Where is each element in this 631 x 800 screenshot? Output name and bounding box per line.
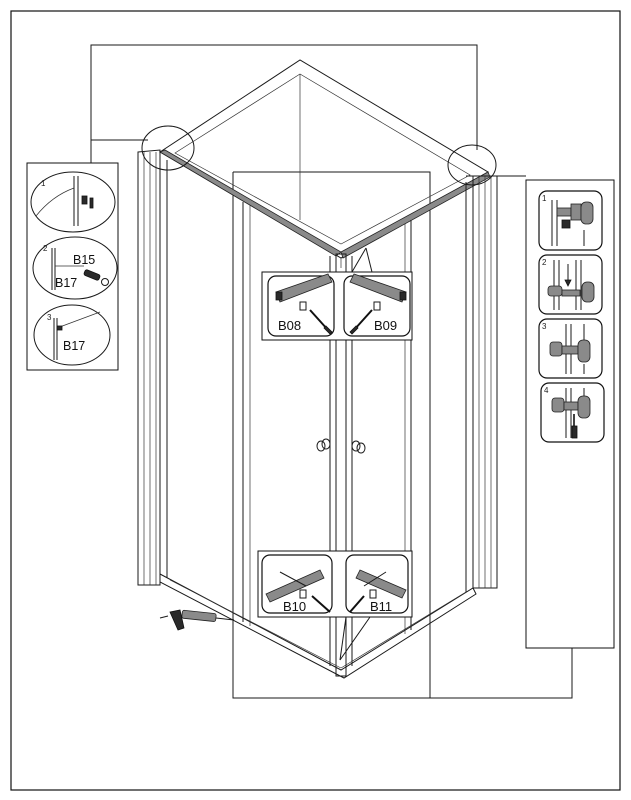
left-step-1: 1 <box>30 171 116 233</box>
svg-text:2: 2 <box>43 244 48 253</box>
enclosure-top <box>159 59 491 268</box>
label-b17-step3: B17 <box>63 339 85 353</box>
screwdriver-icon <box>349 595 365 613</box>
right-step-1: 1 <box>538 190 603 251</box>
screw-icon <box>83 269 109 286</box>
left-wall-profile <box>137 149 168 586</box>
left-steps-panel: 1 2 B15 B17 3 <box>26 162 119 371</box>
screwdriver-icon <box>349 309 373 335</box>
screwdriver-icon <box>311 595 331 613</box>
svg-text:1: 1 <box>542 194 547 203</box>
right-steps-panel: 1 2 3 <box>525 179 615 649</box>
shower-tray <box>159 573 477 679</box>
corner-post <box>335 253 347 677</box>
label-b17-step2: B17 <box>55 276 77 290</box>
detail-circle-right <box>447 144 497 186</box>
svg-text:4: 4 <box>544 386 549 395</box>
label-b08: B08 <box>278 318 301 333</box>
caulking-gun-icon <box>159 609 235 631</box>
page-border <box>10 10 621 791</box>
svg-text:1: 1 <box>41 179 46 188</box>
detail-circle-left <box>141 125 195 171</box>
left-step-3: 3 B17 <box>33 304 111 366</box>
svg-text:3: 3 <box>47 313 52 322</box>
top-detail-box: B08 B09 <box>261 247 413 341</box>
svg-text:3: 3 <box>542 322 547 331</box>
bottom-detail-box: B10 B11 <box>257 550 413 661</box>
right-wall-profile <box>465 175 498 592</box>
door-knob-icon <box>316 438 366 454</box>
right-step-3: 3 <box>538 318 603 379</box>
screwdriver-icon <box>309 309 333 335</box>
left-step-2: 2 B15 B17 <box>32 236 118 300</box>
svg-text:2: 2 <box>542 258 547 267</box>
label-b09: B09 <box>374 318 397 333</box>
label-b15: B15 <box>73 253 95 267</box>
right-step-4: 4 <box>540 382 605 443</box>
screwdriver-icon <box>571 414 578 439</box>
right-step-2: 2 <box>538 254 603 315</box>
connector-lines <box>90 44 573 699</box>
label-b11: B11 <box>370 599 392 614</box>
label-b10: B10 <box>283 599 306 614</box>
